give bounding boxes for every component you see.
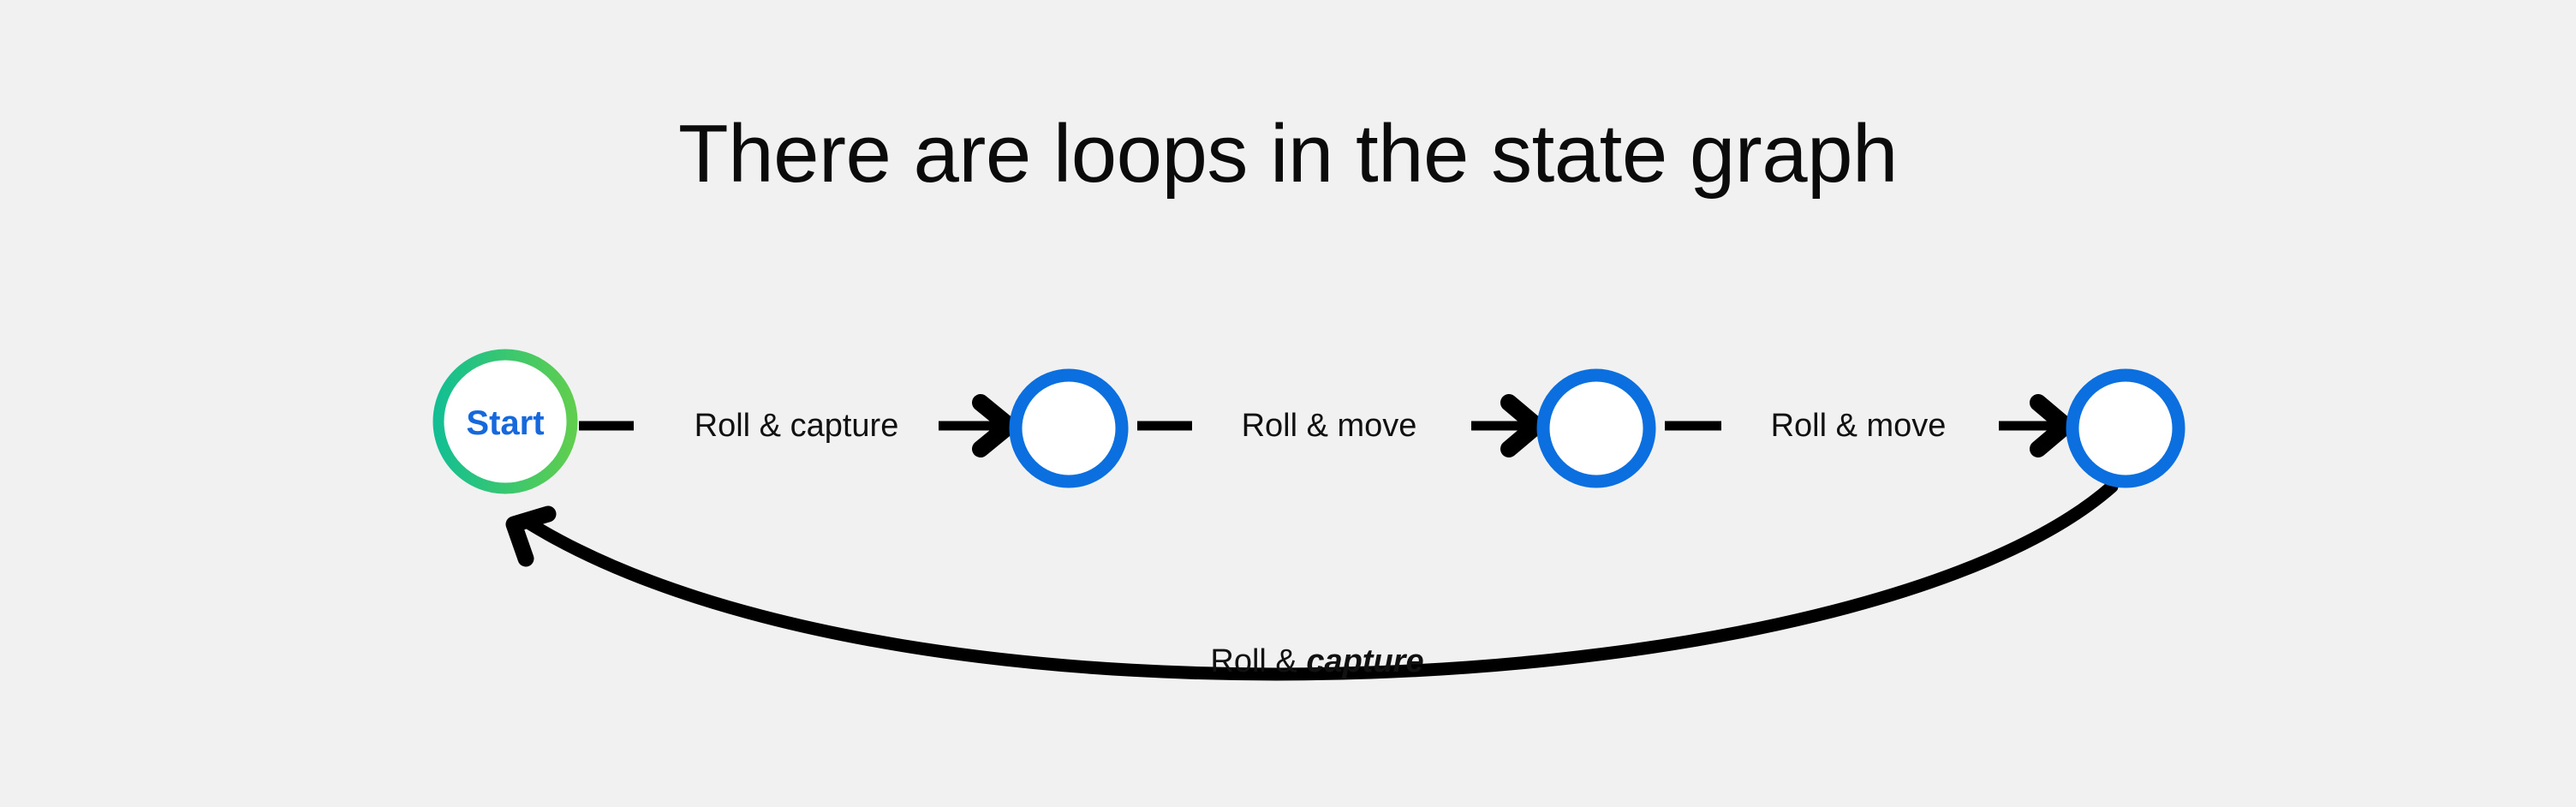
- edge-s3-to-start-loop: [505, 480, 2119, 681]
- edge-start-to-s1: [579, 394, 1017, 457]
- node-state-2[interactable]: [1536, 368, 1656, 488]
- node-state-3[interactable]: [2066, 368, 2185, 488]
- node-start-label: Start: [466, 404, 545, 442]
- edge-label-s2-to-s3: Roll & move: [1770, 408, 1947, 444]
- edge-curve: [524, 480, 2119, 681]
- edge-s1-to-s2: [1137, 394, 1545, 457]
- node-state-1[interactable]: [1009, 368, 1129, 488]
- edge-label-s3-to-start: Roll & capture: [1210, 645, 1423, 678]
- node-start[interactable]: [432, 349, 578, 494]
- edge-label-prefix: Roll &: [1210, 643, 1307, 679]
- edge-label-emphasis: capture: [1306, 643, 1424, 679]
- arrowhead-icon: [2030, 394, 2074, 457]
- arrowhead-icon: [1500, 394, 1545, 457]
- edge-s2-to-s3: [1665, 394, 2074, 457]
- arrowhead-icon: [972, 394, 1017, 457]
- edge-label-s1-to-s2: Roll & move: [1241, 408, 1417, 444]
- edge-label-start-to-s1: Roll & capture: [694, 408, 899, 444]
- arrowhead-icon: [505, 505, 557, 567]
- page-title: There are loops in the state graph: [678, 108, 1898, 200]
